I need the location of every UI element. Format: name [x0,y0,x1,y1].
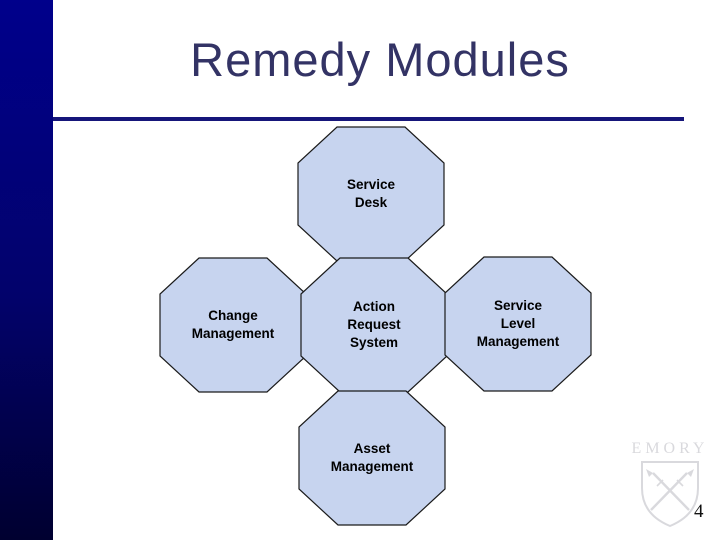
module-label: Asset Management [298,390,446,526]
title-underline [53,117,684,121]
module-label-line: Action [353,299,395,314]
module-label-line: Management [476,334,560,349]
octagon-shape [300,257,448,393]
module-label-line: Level [500,316,536,331]
module-label-line: Service [346,177,396,192]
module-label-line: Management [330,459,414,474]
slide-title: Remedy Modules [190,33,570,86]
module-label-line: Desk [354,195,388,210]
module-label: Service Desk [297,126,445,262]
emory-watermark: EMORY [626,440,714,528]
octagon-shape [159,257,307,393]
module-label-line: System [349,335,399,350]
emory-shield-icon [641,461,699,528]
module-label-line: Service [493,298,543,313]
module-service-desk: Service Desk [297,126,445,262]
module-label-line: Management [191,326,275,341]
module-label: Change Management [159,257,307,393]
module-label-line: Change [208,308,258,323]
octagon-shape [298,390,446,526]
left-accent-bar [0,0,53,540]
page-number: 4 [694,501,704,522]
module-service-level-management: Service Level Management [444,256,592,392]
module-label: Action Request System [300,257,448,393]
module-label-line: Asset [353,441,391,456]
module-label: Service Level Management [444,256,592,392]
emory-wordmark: EMORY [631,440,709,457]
module-action-request-system: Action Request System [300,257,448,393]
module-label-line: Request [347,317,401,332]
module-change-management: Change Management [159,257,307,393]
module-asset-management: Asset Management [298,390,446,526]
octagon-shape [444,256,592,392]
